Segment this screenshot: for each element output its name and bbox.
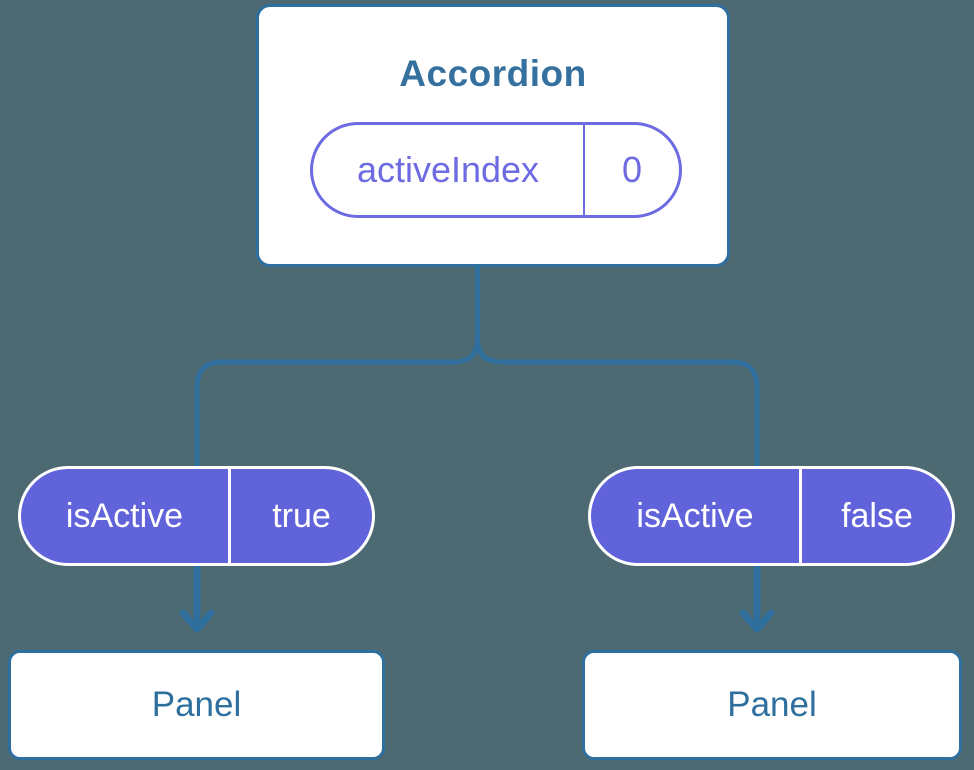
connector-branch-right [475, 266, 760, 560]
panel-title: Panel [727, 685, 817, 724]
prop-name-label: isActive [21, 469, 231, 563]
prop-pill-isactive-true: isActive true [18, 466, 375, 566]
panel-title: Panel [151, 685, 242, 724]
state-name-label: activeIndex [313, 125, 585, 215]
component-box-panel-left: Panel [8, 650, 385, 760]
state-pill-activeindex: activeIndex 0 [310, 122, 682, 218]
prop-name-label: isActive [591, 469, 802, 563]
component-box-accordion: Accordion activeIndex 0 [256, 4, 730, 267]
prop-value-label: false [841, 496, 913, 535]
state-value-label: 0 [621, 149, 643, 190]
arrow-down-icon-left [179, 564, 215, 633]
component-box-panel-right: Panel [582, 650, 962, 760]
prop-value-label: true [272, 496, 331, 535]
component-title: Accordion [399, 53, 587, 94]
arrow-down-icon-right [739, 564, 775, 633]
prop-pill-isactive-false: isActive false [588, 466, 955, 566]
